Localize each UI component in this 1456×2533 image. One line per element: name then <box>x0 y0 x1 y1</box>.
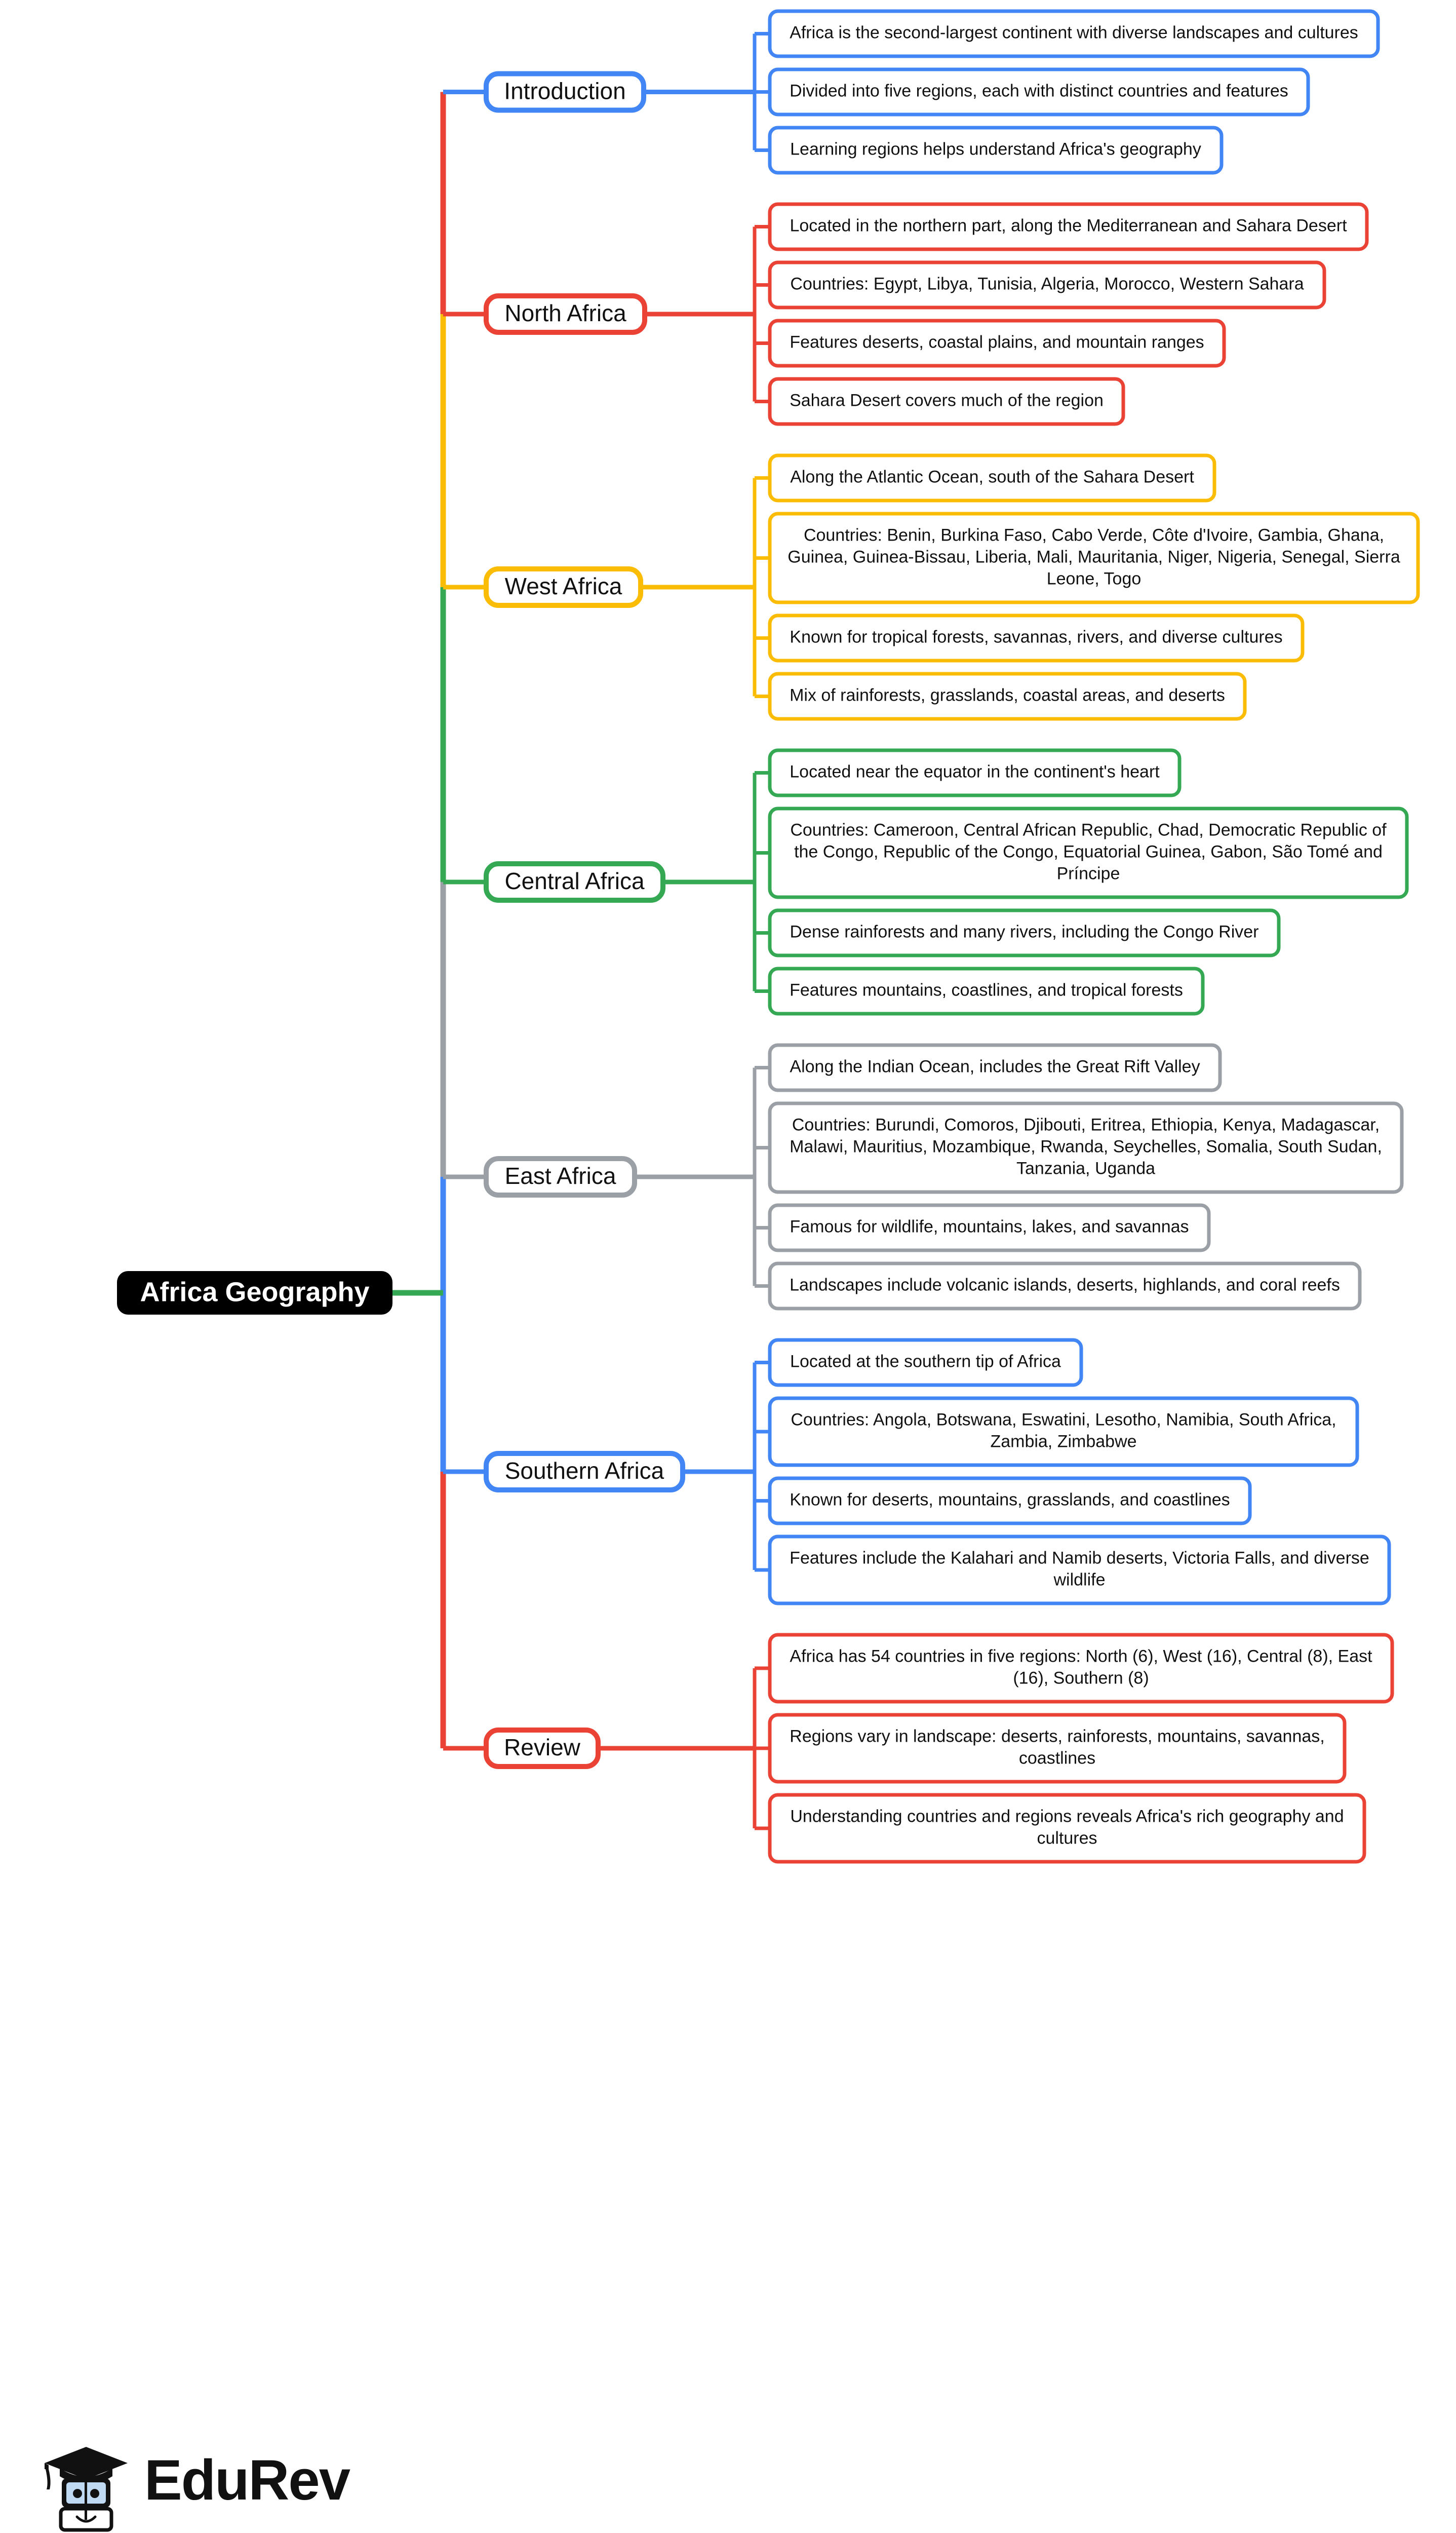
leaf-label: Africa has 54 countries in five regions:… <box>790 1646 1372 1687</box>
leaf-node[interactable] <box>768 453 1216 503</box>
leaf-node[interactable] <box>768 1713 1347 1784</box>
leaf-label: Countries: Egypt, Libya, Tunisia, Algeri… <box>790 274 1304 293</box>
branch-node[interactable] <box>484 1728 601 1769</box>
leaf-label: Located near the equator in the continen… <box>790 762 1160 781</box>
root-label: Africa Geography <box>140 1277 369 1307</box>
leaf-node[interactable] <box>768 377 1125 426</box>
leaf-label: Features mountains, coastlines, and trop… <box>790 980 1183 1000</box>
leaf-label: Located at the southern tip of Africa <box>790 1352 1061 1371</box>
leaf-label: Famous for wildlife, mountains, lakes, a… <box>790 1217 1189 1236</box>
leaf-node[interactable] <box>768 1261 1362 1311</box>
branch-label: Introduction <box>504 78 625 104</box>
leaf-label: Learning regions helps understand Africa… <box>790 139 1201 159</box>
leaf-node[interactable] <box>768 1101 1404 1194</box>
leaf-label: Located in the northern part, along the … <box>790 216 1347 235</box>
edurev-watermark: EduRev <box>35 2432 360 2533</box>
leaf-label: Along the Atlantic Ocean, south of the S… <box>790 467 1194 486</box>
leaf-label: Countries: Cameroon, Central African Rep… <box>790 820 1387 883</box>
leaf-node[interactable] <box>768 1203 1211 1252</box>
leaf-node[interactable] <box>768 126 1224 175</box>
leaf-node[interactable] <box>768 1633 1394 1704</box>
branch-node[interactable] <box>484 861 665 903</box>
leaf-label: Divided into five regions, each with dis… <box>790 81 1288 100</box>
leaf-label: Mix of rainforests, grasslands, coastal … <box>790 685 1225 705</box>
leaf-label: Known for tropical forests, savannas, ri… <box>790 627 1282 646</box>
leaf-node[interactable] <box>768 748 1182 797</box>
leaf-label: Understanding countries and regions reve… <box>790 1807 1344 1848</box>
leaf-node[interactable] <box>768 613 1305 663</box>
leaf-node[interactable] <box>768 512 1420 604</box>
edurev-wordmark: EduRev <box>144 2448 350 2512</box>
leaf-label: Along the Indian Ocean, includes the Gre… <box>790 1057 1200 1076</box>
leaf-node[interactable] <box>768 1396 1359 1467</box>
branch-label: Review <box>504 1734 581 1760</box>
branch-node[interactable] <box>484 71 646 113</box>
leaf-node[interactable] <box>768 807 1409 899</box>
leaf-label: Sahara Desert covers much of the region <box>790 391 1104 410</box>
leaf-node[interactable] <box>768 1338 1083 1387</box>
branch-label: Central Africa <box>504 868 645 894</box>
leaf-node[interactable] <box>768 9 1380 58</box>
leaf-node[interactable] <box>768 1043 1222 1092</box>
leaf-node[interactable] <box>768 67 1310 117</box>
leaf-label: Africa is the second-largest continent w… <box>790 23 1358 42</box>
branch-label: West Africa <box>505 573 622 599</box>
branch-node[interactable] <box>484 566 643 608</box>
leaf-label: Countries: Angola, Botswana, Eswatini, L… <box>791 1410 1336 1451</box>
branch-node[interactable] <box>484 1156 637 1198</box>
leaf-node[interactable] <box>768 908 1281 957</box>
branch-node[interactable] <box>484 1451 685 1492</box>
leaf-node[interactable] <box>768 967 1205 1016</box>
root-node[interactable] <box>117 1271 392 1315</box>
leaf-node[interactable] <box>768 319 1226 368</box>
branch-node[interactable] <box>484 293 647 335</box>
leaf-node[interactable] <box>768 1476 1252 1525</box>
branch-label: North Africa <box>504 300 626 326</box>
leaf-node[interactable] <box>768 202 1369 251</box>
graduation-cap-mascot-icon <box>45 2447 128 2532</box>
node-layer: Africa is the second-largest continent w… <box>117 9 1420 1864</box>
leaf-label: Known for deserts, mountains, grasslands… <box>790 1490 1230 1509</box>
leaf-label: Regions vary in landscape: deserts, rain… <box>790 1726 1324 1768</box>
connector-layer <box>392 32 770 1830</box>
leaf-node[interactable] <box>768 260 1326 310</box>
leaf-node[interactable] <box>768 1793 1366 1864</box>
leaf-label: Features include the Kalahari and Namib … <box>790 1548 1369 1589</box>
leaf-label: Features deserts, coastal plains, and mo… <box>790 332 1204 352</box>
branch-label: Southern Africa <box>505 1457 664 1484</box>
leaf-label: Dense rainforests and many rivers, inclu… <box>790 922 1258 941</box>
branch-label: East Africa <box>505 1163 616 1189</box>
leaf-node[interactable] <box>768 1534 1391 1605</box>
leaf-node[interactable] <box>768 672 1247 721</box>
leaf-label: Countries: Burundi, Comoros, Djibouti, E… <box>790 1115 1382 1178</box>
leaf-label: Landscapes include volcanic islands, des… <box>790 1275 1340 1294</box>
leaf-label: Countries: Benin, Burkina Faso, Cabo Ver… <box>788 525 1400 588</box>
